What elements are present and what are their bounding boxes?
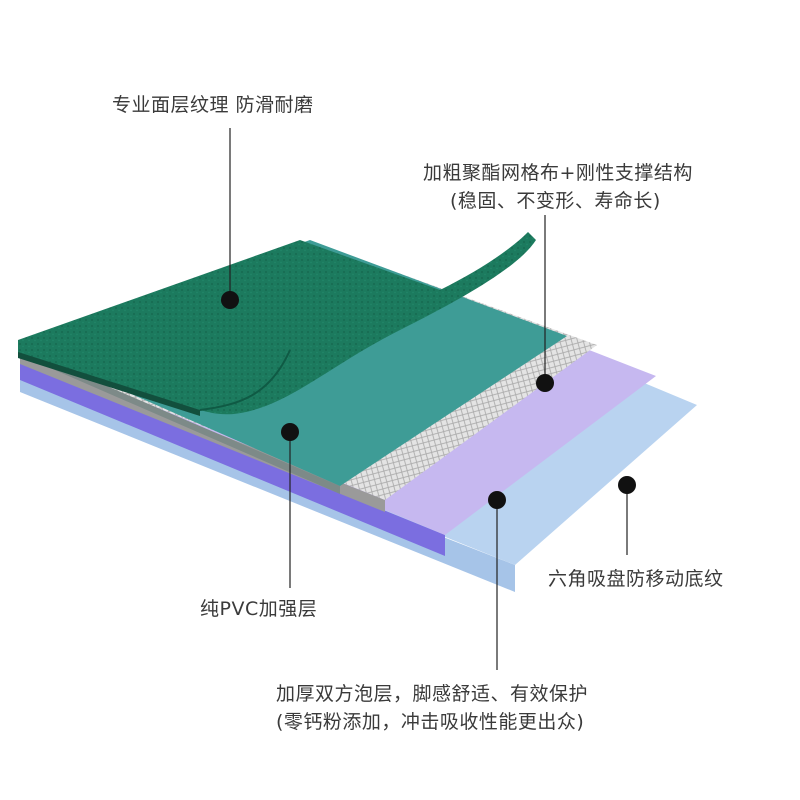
pvc-layer-side <box>18 348 340 494</box>
label-pvc: 纯PVC加强层 <box>200 598 318 620</box>
label-base: 六角吸盘防移动底纹 <box>548 568 724 590</box>
top-layer-side <box>18 352 200 416</box>
label-top-texture: 专业面层纹理 防滑耐磨 <box>112 94 314 116</box>
callout-foam <box>488 491 506 670</box>
top-texture-layer <box>18 232 536 415</box>
callout-base <box>618 476 636 555</box>
foam-layer-side <box>20 362 445 556</box>
callout-mesh <box>536 215 554 392</box>
callout-pvc <box>281 423 299 588</box>
label-mesh-line2: (稳固、不变形、寿命长) <box>450 190 661 212</box>
label-foam-line2: (零钙粉添加，冲击吸收性能更出众) <box>276 711 585 733</box>
label-foam-line1: 加厚双方泡层，脚感舒适、有效保护 <box>276 683 589 705</box>
callout-top <box>221 128 239 309</box>
top-layer-curl-edge <box>199 349 291 411</box>
label-mesh-line1: 加粗聚酯网格布+刚性支撑结构 <box>423 162 693 184</box>
